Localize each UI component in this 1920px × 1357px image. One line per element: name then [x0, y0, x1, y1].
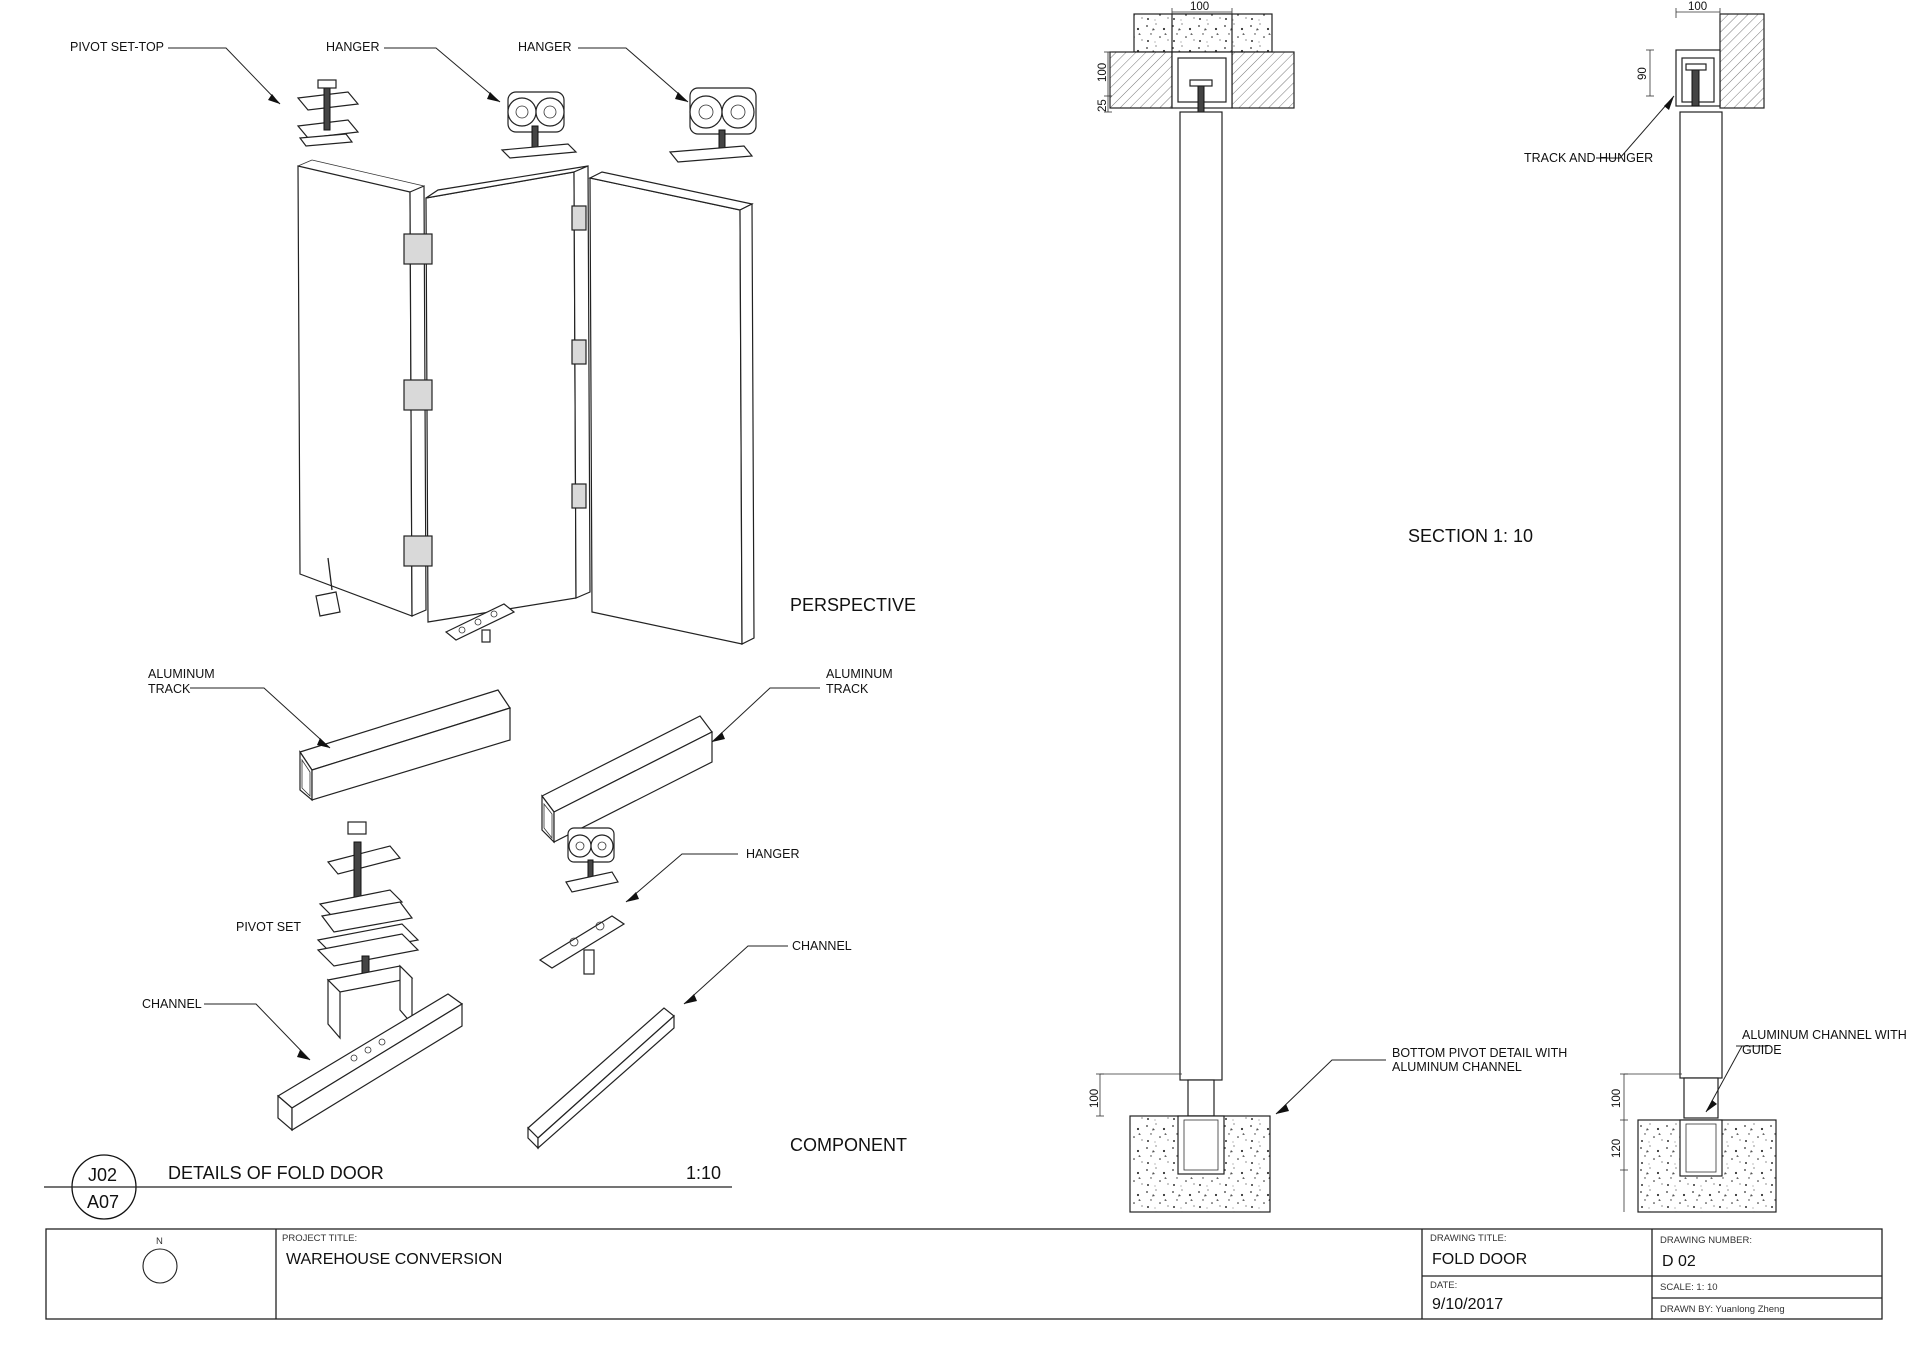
label-section: SECTION 1: 10	[1408, 526, 1533, 546]
door-panel-right	[588, 171, 755, 645]
project-title-label: PROJECT TITLE:	[282, 1233, 357, 1244]
title-block: N PROJECT TITLE: WAREHOUSE CONVERSION DR…	[45, 1228, 1883, 1320]
dim-section2-bottom: 100	[1611, 1089, 1623, 1108]
leader-lines-left	[168, 47, 820, 1061]
bottom-pivot-parts	[315, 557, 516, 643]
label-perspective: PERSPECTIVE	[790, 595, 916, 615]
sheet-ref-bottom: A07	[87, 1192, 119, 1212]
label-aluminum-track-left-1: ALUMINUM	[148, 667, 215, 681]
scale-text: SCALE: 1: 10	[1660, 1282, 1718, 1293]
north-arrow-circle	[142, 1248, 178, 1284]
section-1-door-leaf	[1179, 111, 1223, 1081]
door-panel-left	[297, 159, 427, 617]
channel-left-part	[276, 993, 464, 1132]
section-2-floor	[1637, 1077, 1777, 1213]
label-channel-right: CHANNEL	[792, 939, 852, 953]
label-aluminum-track-right-2: TRACK	[826, 682, 869, 696]
label-hanger-1: HANGER	[326, 40, 379, 54]
section-1-floor	[1129, 1079, 1271, 1213]
label-track-and-hunger: TRACK AND HUNGER	[1524, 151, 1653, 165]
section-2-dimensions	[1620, 8, 1721, 1212]
label-component: COMPONENT	[790, 1135, 907, 1155]
dim-section2-width: 100	[1688, 1, 1707, 13]
section-1-dimensions	[1096, 8, 1233, 1117]
dim-section2-floor: 120	[1611, 1139, 1623, 1158]
label-bottom-pivot-2: ALUMINUM CHANNEL	[1392, 1060, 1522, 1074]
door-panel-middle	[425, 165, 591, 623]
aluminum-track-right-part	[541, 715, 713, 844]
aluminum-track-left-part	[299, 689, 511, 802]
project-title: WAREHOUSE CONVERSION	[286, 1251, 502, 1268]
label-aluminum-track-right-1: ALUMINUM	[826, 667, 893, 681]
section-2-door-leaf	[1679, 111, 1723, 1079]
north-label: N	[156, 1236, 163, 1247]
label-hanger-3: HANGER	[746, 847, 799, 861]
label-hanger-2: HANGER	[518, 40, 571, 54]
label-pivot-set-top: PIVOT SET-TOP	[70, 40, 164, 54]
label-bottom-pivot-1: BOTTOM PIVOT DETAIL WITH	[1392, 1046, 1567, 1060]
sheet-ref-top: J02	[88, 1165, 117, 1185]
section-2-leaders	[1596, 95, 1768, 1113]
date-label: DATE:	[1430, 1280, 1457, 1291]
pivot-set-part	[316, 821, 420, 1040]
label-aluminum-channel-guide-1: ALUMINUM CHANNEL WITH	[1742, 1028, 1907, 1042]
drawn-by-text: DRAWN BY: Yuanlong Zheng	[1660, 1304, 1785, 1315]
detail-title: DETAILS OF FOLD DOOR	[168, 1163, 384, 1183]
dim-section1-bottom: 100	[1089, 1089, 1101, 1108]
section-1-ceiling	[1109, 13, 1295, 125]
hanger-component-part	[538, 827, 626, 975]
drawing-title-label: DRAWING TITLE:	[1430, 1233, 1507, 1244]
hanger-part-1	[500, 91, 578, 159]
channel-right-part	[527, 1007, 675, 1150]
section-2-track-head	[1675, 13, 1765, 109]
section-1-leader	[1275, 1059, 1386, 1115]
label-channel-left: CHANNEL	[142, 997, 202, 1011]
door-hinges	[403, 205, 587, 567]
detail-title-block: J02 A07 DETAILS OF FOLD DOOR 1:10	[44, 1154, 732, 1220]
hanger-part-2	[668, 87, 757, 163]
label-aluminum-track-left-2: TRACK	[148, 682, 191, 696]
date-value: 9/10/2017	[1432, 1296, 1503, 1313]
dim-section2-head: 90	[1637, 67, 1649, 80]
dim-section1-width: 100	[1190, 1, 1209, 13]
drawing-title: FOLD DOOR	[1432, 1251, 1527, 1268]
drawing-number: D 02	[1662, 1253, 1696, 1270]
drawing-number-label: DRAWING NUMBER:	[1660, 1235, 1752, 1246]
dim-section1-head: 100	[1097, 63, 1109, 82]
label-pivot-set: PIVOT SET	[236, 920, 301, 934]
detail-scale: 1:10	[686, 1163, 721, 1183]
label-aluminum-channel-guide-2: GUIDE	[1742, 1043, 1782, 1057]
pivot-set-top-part	[296, 79, 360, 147]
dim-section1-gap: 25	[1097, 99, 1109, 112]
